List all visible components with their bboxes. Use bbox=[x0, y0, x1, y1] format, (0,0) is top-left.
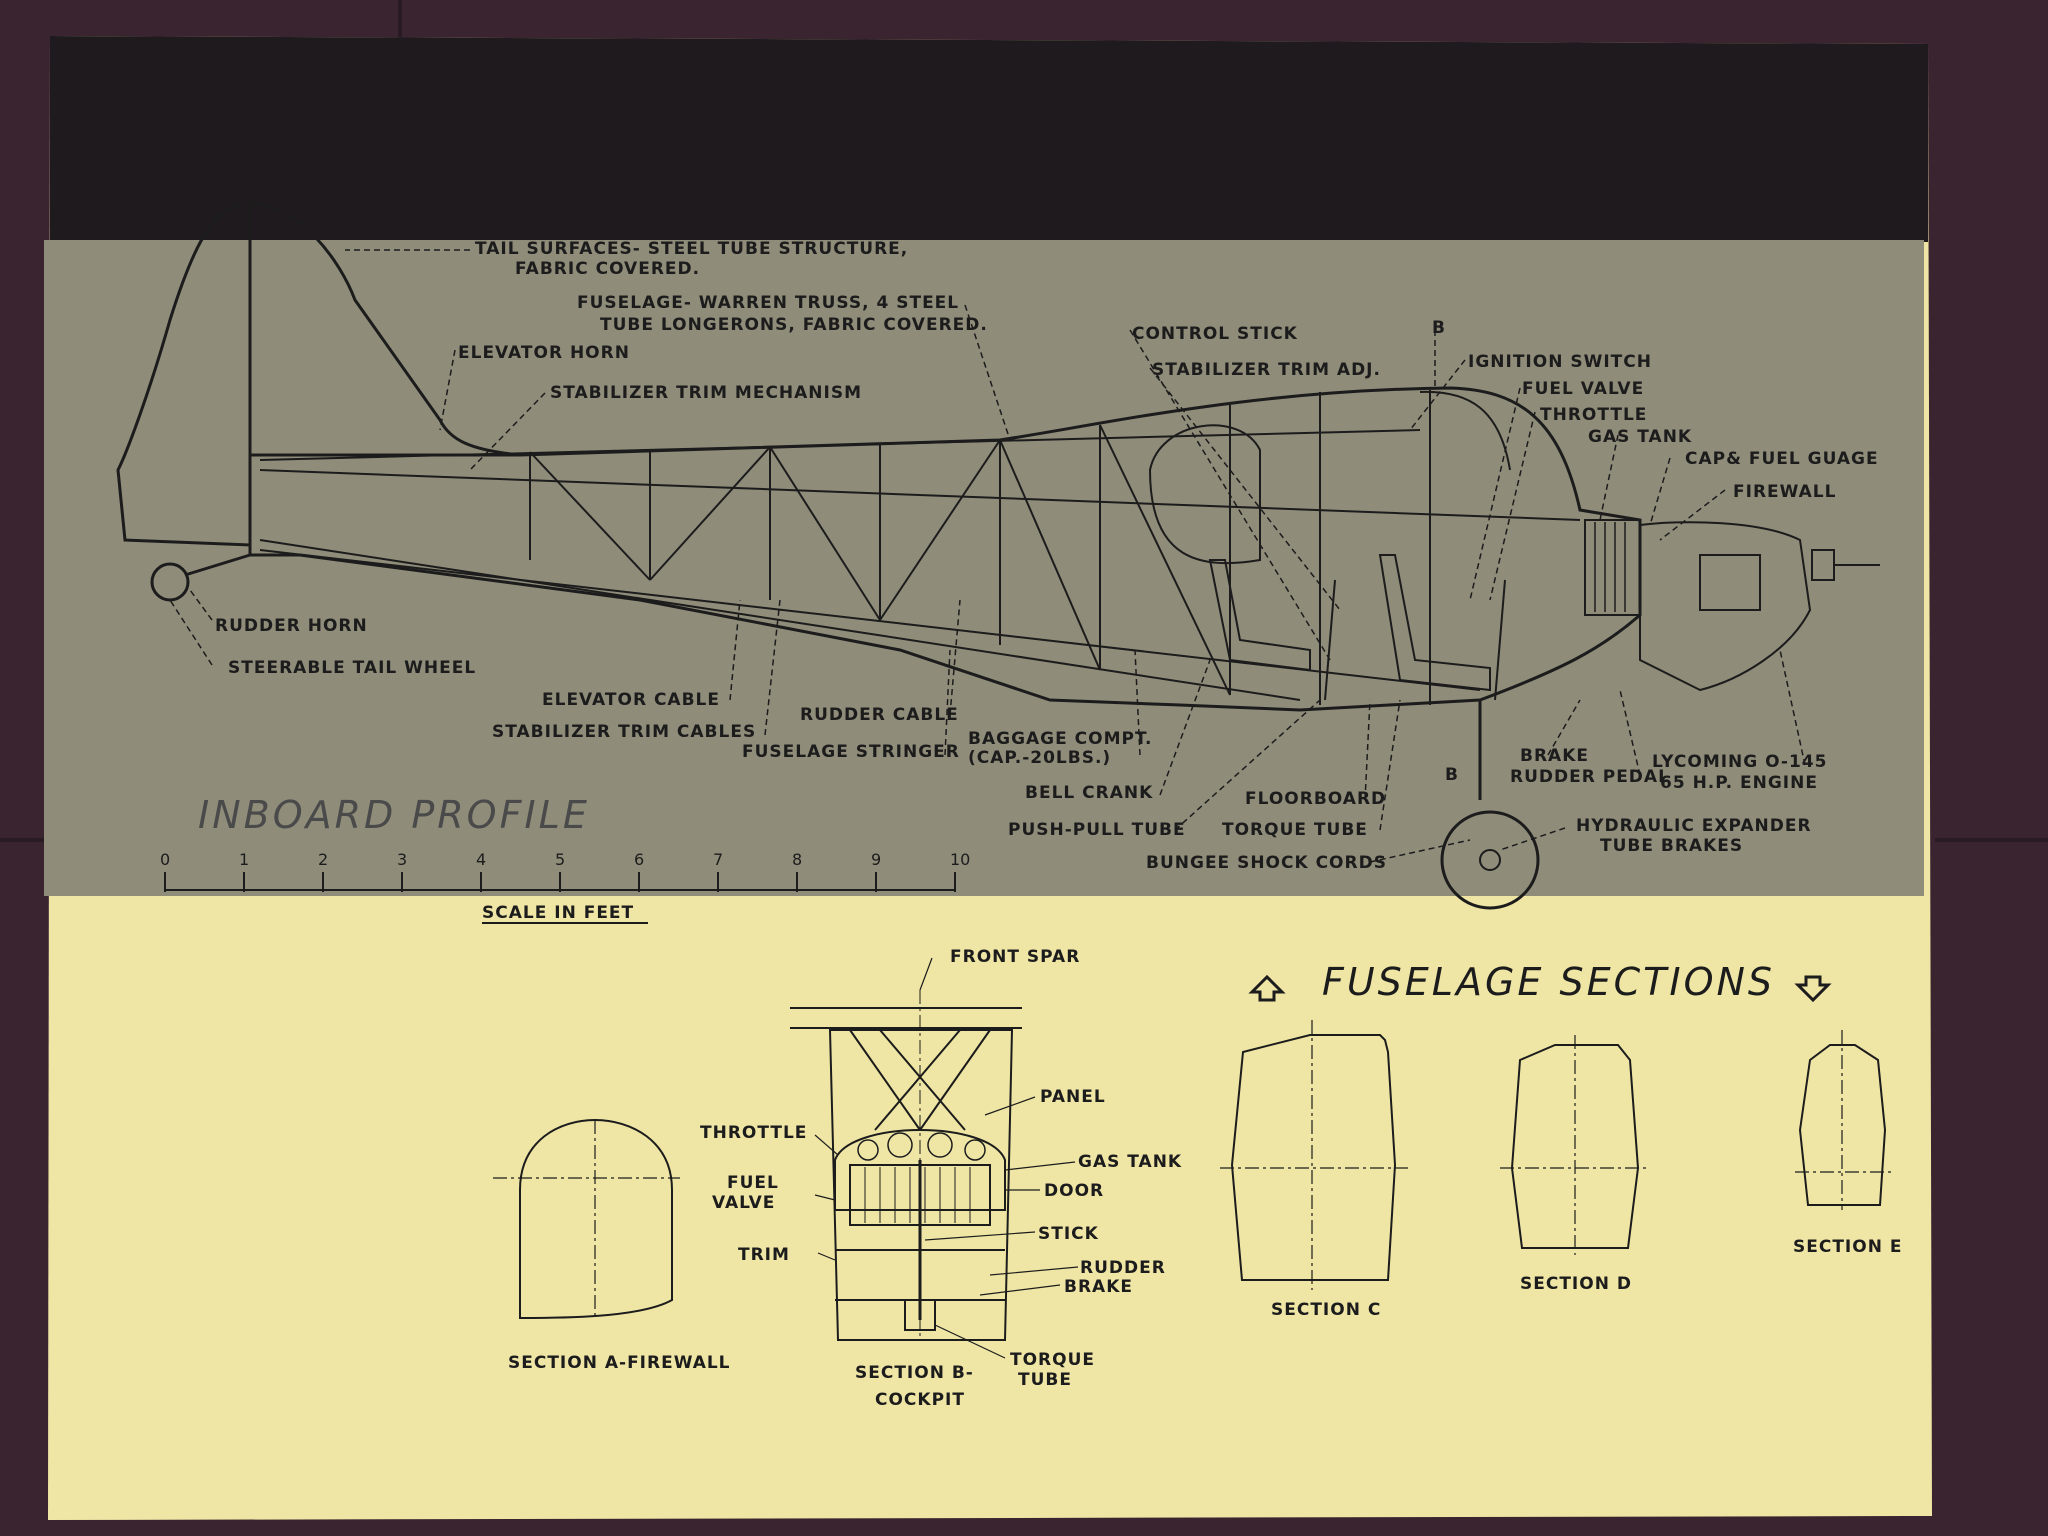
scale-tick-label: 0 bbox=[160, 850, 170, 869]
engine bbox=[1639, 521, 1812, 692]
tail-wheel bbox=[150, 562, 190, 602]
label-cap-fuel-gauge: CAP& FUEL GUAGE bbox=[1685, 449, 1879, 469]
label-push-pull-tube: PUSH-PULL TUBE bbox=[1008, 820, 1186, 840]
scale-tick-label: 7 bbox=[713, 850, 723, 869]
section-a-outline bbox=[519, 1118, 673, 1320]
section-e-outline bbox=[1798, 1044, 1887, 1206]
label-fuselage-stringer: FUSELAGE STRINGER bbox=[742, 742, 960, 762]
section-a-label: SECTION A-FIREWALL bbox=[508, 1353, 731, 1373]
section-b-label-2: COCKPIT bbox=[875, 1390, 965, 1410]
tail-fin bbox=[116, 200, 252, 547]
section-marker-b-bottom: B bbox=[1445, 765, 1459, 785]
scale-tick-label: 2 bbox=[318, 850, 328, 869]
label-stabilizer-trim-adj: STABILIZER TRIM ADJ. bbox=[1152, 360, 1381, 380]
cockpit-label-brake: BRAKE bbox=[1064, 1277, 1133, 1297]
scale-tick-label: 8 bbox=[792, 850, 802, 869]
section-d-label: SECTION D bbox=[1520, 1274, 1632, 1294]
label-throttle: THROTTLE bbox=[1540, 405, 1647, 425]
section-c-outline bbox=[1230, 1034, 1397, 1281]
label-hydraulic-1: HYDRAULIC EXPANDER bbox=[1576, 816, 1812, 836]
cockpit-leaders bbox=[814, 957, 1079, 1359]
cockpit-label-throttle: THROTTLE bbox=[700, 1123, 807, 1143]
scale-tick-label: 3 bbox=[397, 850, 407, 869]
label-rudder-pedal: RUDDER PEDAL bbox=[1510, 767, 1670, 787]
label-bungee-shock-cords: BUNGEE SHOCK CORDS bbox=[1146, 853, 1387, 873]
label-baggage-1: BAGGAGE COMPT. bbox=[968, 729, 1152, 749]
label-fuselage-2: TUBE LONGERONS, FABRIC COVERED. bbox=[600, 315, 988, 335]
label-fuel-valve: FUEL VALVE bbox=[1522, 379, 1644, 399]
cockpit-label-stick: STICK bbox=[1038, 1224, 1099, 1244]
label-gas-tank: GAS TANK bbox=[1588, 427, 1692, 447]
label-rudder-horn: RUDDER HORN bbox=[215, 616, 368, 636]
label-hydraulic-2: TUBE BRAKES bbox=[1600, 836, 1743, 856]
profile-panel bbox=[44, 240, 1924, 896]
label-rudder-cable: RUDDER CABLE bbox=[800, 705, 959, 725]
scale-label: SCALE IN FEET bbox=[482, 903, 634, 923]
scale-tick-label: 10 bbox=[950, 850, 970, 869]
label-tail-surfaces-2: FABRIC COVERED. bbox=[515, 259, 700, 279]
cockpit-label-trim: TRIM bbox=[738, 1245, 790, 1265]
fuselage-sections-title: FUSELAGE SECTIONS bbox=[1322, 960, 1775, 1004]
section-e-label: SECTION E bbox=[1793, 1237, 1902, 1257]
cockpit-label-torque-1: TORQUE bbox=[1010, 1350, 1095, 1370]
scale-tick-label: 9 bbox=[871, 850, 881, 869]
cockpit-label-torque-2: TUBE bbox=[1018, 1370, 1072, 1390]
fuselage-sections: FUSELAGE SECTIONS SECTION A-FIREWALL bbox=[493, 947, 1902, 1410]
label-stabilizer-trim-cables: STABILIZER TRIM CABLES bbox=[492, 722, 756, 742]
cockpit-label-front-spar: FRONT SPAR bbox=[950, 947, 1080, 967]
instrument-panel bbox=[834, 1129, 1006, 1211]
label-tail-surfaces-1: TAIL SURFACES- STEEL TUBE STRUCTURE, bbox=[475, 239, 908, 259]
cockpit-label-fuel-1: FUEL bbox=[727, 1173, 779, 1193]
label-torque-tube: TORQUE TUBE bbox=[1222, 820, 1368, 840]
cockpit-label-door: DOOR bbox=[1044, 1181, 1104, 1201]
label-fuselage-1: FUSELAGE- WARREN TRUSS, 4 STEEL bbox=[577, 293, 959, 313]
main-wheel bbox=[1440, 810, 1540, 910]
cockpit-label-panel: PANEL bbox=[1040, 1087, 1106, 1107]
scale-bar: 0 1 2 3 4 5 6 7 8 9 10 SCALE IN FEET bbox=[160, 850, 970, 924]
label-floorboard: FLOORBOARD bbox=[1245, 789, 1386, 809]
label-brake: BRAKE bbox=[1520, 746, 1589, 766]
airplane-profile bbox=[116, 200, 1880, 910]
label-bell-crank: BELL CRANK bbox=[1025, 783, 1153, 803]
label-control-stick: CONTROL STICK bbox=[1132, 324, 1298, 344]
label-ignition-switch: IGNITION SWITCH bbox=[1468, 352, 1652, 372]
section-b-cockpit bbox=[790, 990, 1022, 1341]
section-c-label: SECTION C bbox=[1271, 1300, 1381, 1320]
label-engine-1: LYCOMING O-145 bbox=[1652, 752, 1827, 772]
arrow-up-icon bbox=[1248, 974, 1286, 1002]
inboard-profile-title: INBOARD PROFILE bbox=[198, 793, 590, 837]
cockpit-label-rudder: RUDDER bbox=[1080, 1258, 1166, 1278]
scale-tick-label: 6 bbox=[634, 850, 644, 869]
label-baggage-2: (CAP.-20LBS.) bbox=[968, 748, 1111, 768]
label-engine-2: 65 H.P. ENGINE bbox=[1660, 773, 1818, 793]
profile-labels: TAIL SURFACES- STEEL TUBE STRUCTURE, FAB… bbox=[215, 239, 1879, 873]
label-firewall: FIREWALL bbox=[1733, 482, 1836, 502]
arrow-down-icon bbox=[1794, 975, 1832, 1003]
label-elevator-horn: ELEVATOR HORN bbox=[458, 343, 630, 363]
scale-tick-label: 4 bbox=[476, 850, 486, 869]
section-marker-b-top: B bbox=[1432, 318, 1446, 338]
top-dark-band bbox=[50, 36, 1928, 242]
label-stabilizer-trim-mechanism: STABILIZER TRIM MECHANISM bbox=[550, 383, 862, 403]
label-elevator-cable: ELEVATOR CABLE bbox=[542, 690, 720, 710]
label-steerable-tail-wheel: STEERABLE TAIL WHEEL bbox=[228, 658, 476, 678]
scale-tick-label: 1 bbox=[239, 850, 249, 869]
cockpit-label-fuel-2: VALVE bbox=[712, 1193, 775, 1213]
scale-tick-label: 5 bbox=[555, 850, 565, 869]
cockpit-label-gas-tank: GAS TANK bbox=[1078, 1152, 1182, 1172]
rudder-surface bbox=[248, 200, 521, 457]
section-b-label-1: SECTION B- bbox=[855, 1363, 974, 1383]
leader-lines bbox=[169, 249, 1806, 863]
